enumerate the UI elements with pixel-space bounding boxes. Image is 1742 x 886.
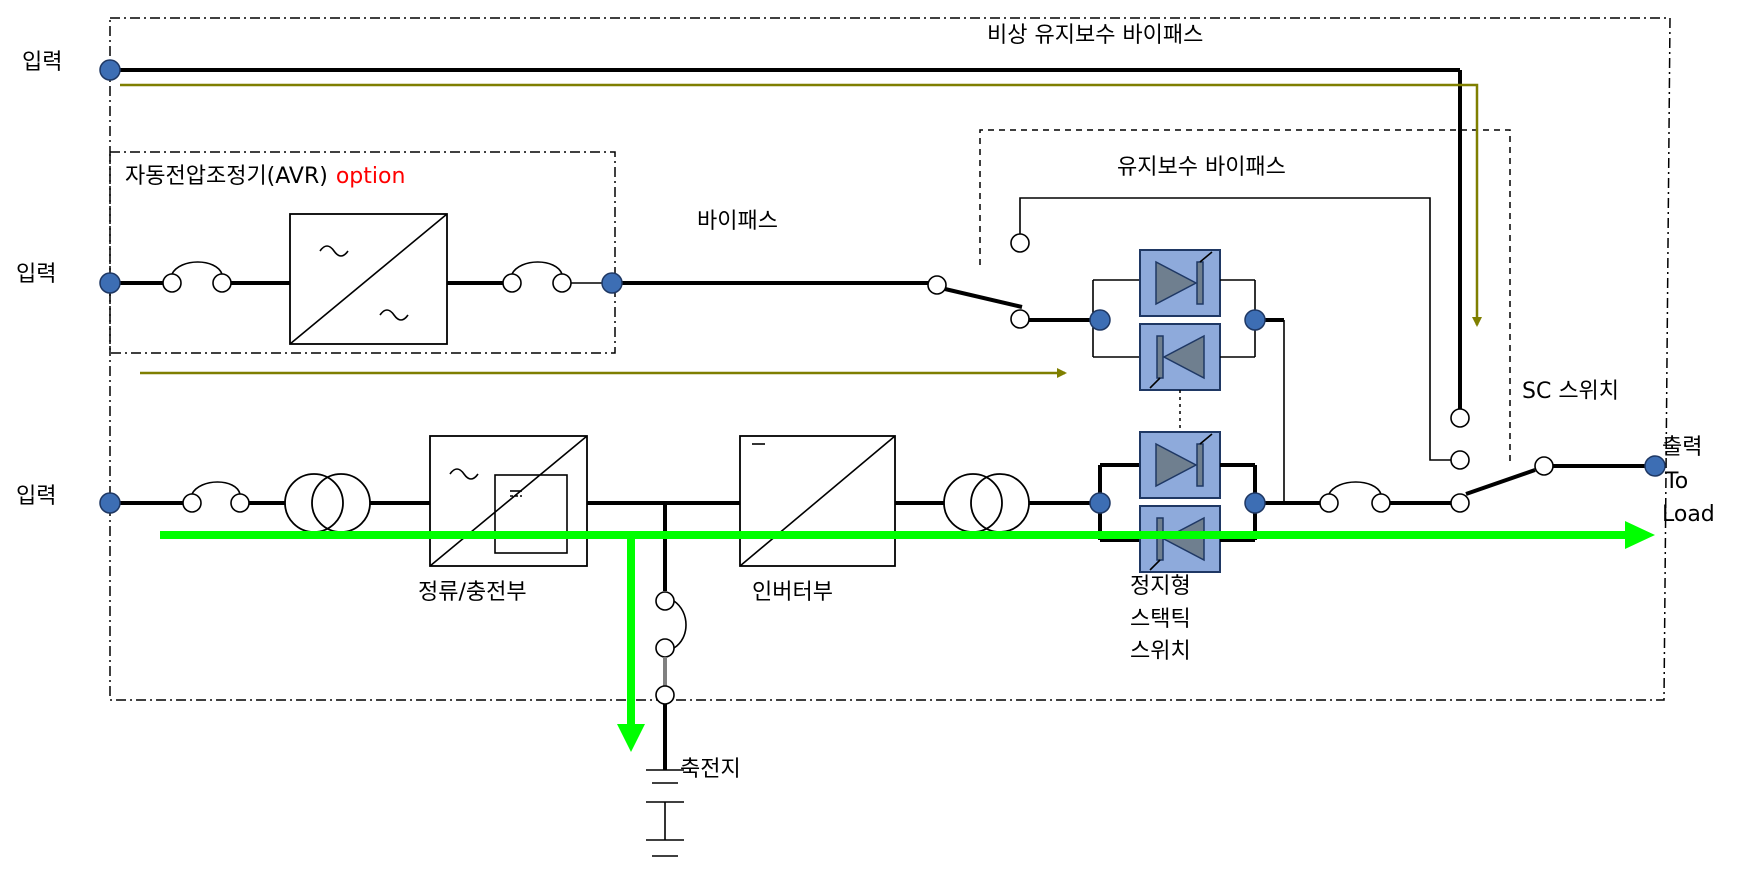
bypass-scr-forward-triangle	[1155, 260, 1198, 306]
sc-switch-contact-in	[1450, 493, 1470, 513]
battery-fuse-contact	[655, 685, 675, 705]
output-label-1: 출력	[1662, 435, 1702, 460]
outer-system-boundary	[109, 17, 1671, 701]
input-fuse-contact-a	[182, 493, 202, 513]
avr-output-fuse-link	[511, 261, 563, 275]
avr-output-fuse-contact-a	[502, 273, 522, 293]
normal-power-flow	[160, 521, 1655, 752]
avr-output-terminal	[601, 272, 623, 294]
bypass-switch-blade[interactable]	[944, 287, 1023, 309]
maintenance-bypass-contact-bottom	[1450, 450, 1470, 470]
input-mid-label: 입력	[16, 262, 56, 287]
sc-switch-contact-out	[1534, 456, 1554, 476]
input-mid-terminal	[99, 272, 121, 294]
avr-option-box	[109, 151, 616, 354]
battery-label: 축전지	[680, 757, 741, 782]
input-transformer-coil-a	[284, 473, 344, 533]
main-line	[99, 435, 1140, 591]
battery-breaker-contact-b	[655, 638, 675, 658]
emergency-bypass-contact	[1450, 408, 1470, 428]
inverter-scr-forward-triangle	[1155, 442, 1198, 488]
battery-breaker-contact-a	[655, 591, 675, 611]
input-top-terminal	[99, 59, 121, 81]
maintenance-bypass-label: 유지보수 바이패스	[1117, 155, 1286, 180]
inverter-scr-forward-bar	[1196, 443, 1204, 487]
output-fuse-link	[1328, 481, 1382, 495]
sc-switch-blade[interactable]	[1465, 468, 1536, 496]
output-label-2: To	[1664, 469, 1688, 494]
battery-breaker-link	[673, 600, 687, 649]
labels: 입력 입력 입력 비상 유지보수 바이패스 유지보수 바이패스 자동전압조정기(…	[16, 23, 1715, 782]
rectifier-ac-symbol	[449, 468, 479, 480]
bypass-scr-node-in	[1089, 309, 1111, 331]
power-flow-battery-arrowhead	[617, 724, 645, 752]
output-transformer-coil-b	[970, 473, 1030, 533]
avr-input-fuse-contact-a	[162, 273, 182, 293]
input-transformer-coil-b	[311, 473, 371, 533]
emergency-bypass-path	[99, 59, 1470, 428]
avr-ac-out-symbol	[379, 309, 409, 321]
sc-switch-label: SC 스위치	[1522, 379, 1619, 404]
input-fuse-contact-b	[230, 493, 250, 513]
maintenance-bypass-box	[979, 129, 1511, 462]
battery-branch	[646, 591, 687, 857]
avr-input-fuse-contact-b	[212, 273, 232, 293]
output-section	[1319, 455, 1666, 513]
rectifier-dc-inner-box	[494, 474, 568, 554]
bypass-scr-reverse-bar	[1156, 335, 1164, 379]
bypass-flow-arrows	[120, 83, 1482, 378]
emergency-flow-arrow	[120, 83, 1482, 327]
input-fuse-link	[191, 481, 241, 495]
static-switch-label-3: 스위치	[1130, 639, 1191, 664]
avr-option-text: option	[336, 164, 406, 189]
output-label-3: Load	[1662, 502, 1715, 527]
input-top-label: 입력	[22, 50, 62, 75]
emergency-bypass-label: 비상 유지보수 바이패스	[987, 23, 1203, 48]
output-terminal	[1644, 455, 1666, 477]
avr-input-fuse-link	[171, 261, 223, 275]
inverter-scr-node-out	[1244, 492, 1266, 514]
inverter-label: 인버터부	[752, 580, 833, 605]
power-flow-main-arrowhead	[1625, 521, 1655, 549]
input-bot-label: 입력	[16, 484, 56, 509]
output-fuse-contact-a	[1319, 493, 1339, 513]
bypass-switch-contact-out	[1010, 309, 1030, 329]
avr-label: 자동전압조정기(AVR) option	[125, 164, 405, 189]
output-transformer-coil-a	[943, 473, 1003, 533]
maintenance-bypass-wire	[1010, 197, 1470, 470]
input-bot-terminal	[99, 492, 121, 514]
bypass-switch-contact-in	[927, 275, 947, 295]
inverter-scr-node-in	[1089, 492, 1111, 514]
bypass-static-switch	[1139, 249, 1285, 503]
avr-title: 자동전압조정기(AVR)	[125, 164, 328, 189]
avr-ac-in-symbol	[319, 245, 349, 257]
output-fuse-contact-b	[1371, 493, 1391, 513]
static-switch-label-1: 정지형	[1130, 574, 1191, 599]
bypass-scr-node-out	[1244, 309, 1266, 331]
bypass-scr-reverse-triangle	[1162, 334, 1205, 380]
bypass-line	[99, 213, 1140, 358]
bypass-label: 바이패스	[697, 209, 778, 234]
avr-output-fuse-contact-b	[552, 273, 572, 293]
maintenance-bypass-contact-top	[1010, 233, 1030, 253]
bypass-scr-forward-bar	[1196, 261, 1204, 305]
boundaries	[109, 17, 1671, 701]
static-switch-label-2: 스택틱	[1130, 607, 1191, 632]
inverter-static-switch	[1089, 431, 1320, 573]
rectifier-label: 정류/충전부	[418, 580, 527, 605]
